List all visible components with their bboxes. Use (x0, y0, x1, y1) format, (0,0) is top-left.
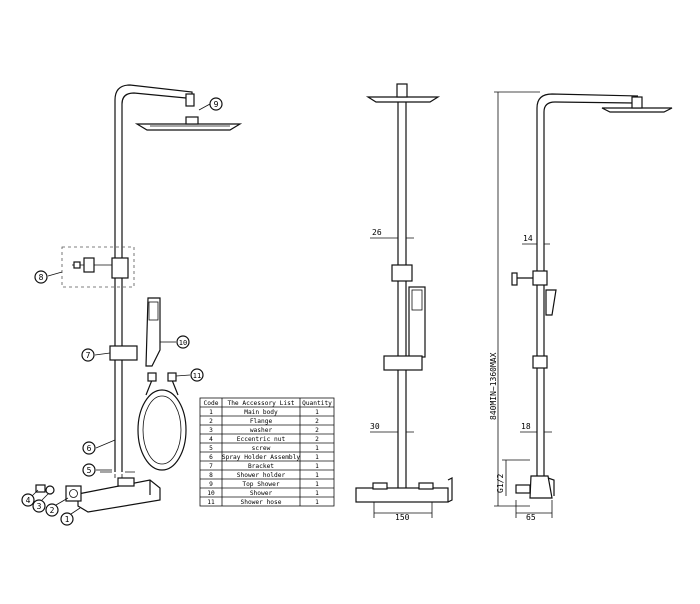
table-cell: washer (250, 427, 273, 434)
svg-text:9: 9 (214, 100, 219, 109)
table-cell: 10 (207, 490, 215, 497)
side-holder (532, 270, 548, 286)
exploded-view: 1 2 3 4 5 6 7 8 9 (21, 84, 243, 526)
table-cell: 1 (315, 463, 319, 470)
callout-10 (176, 335, 190, 349)
table-cell: 9 (209, 481, 213, 488)
svg-text:6: 6 (87, 444, 92, 453)
side-hand-shower (545, 289, 557, 316)
svg-text:65: 65 (526, 513, 536, 522)
table-cell: 4 (209, 436, 213, 443)
shower-holder (111, 257, 129, 279)
svg-text:18: 18 (521, 422, 531, 431)
side-view: 840MIN~1360MAX 14 18 G1/2 65 (489, 91, 673, 522)
flange (65, 485, 82, 502)
front-hand-shower (408, 286, 426, 358)
svg-text:26: 26 (372, 228, 382, 237)
table-header-cell: Code (204, 400, 219, 407)
side-bracket (532, 355, 548, 369)
table-cell: 1 (315, 481, 319, 488)
svg-text:5: 5 (87, 466, 92, 475)
front-pipe (397, 102, 407, 488)
callout-6 (82, 441, 96, 455)
front-body (355, 487, 449, 503)
table-cell: 1 (315, 409, 319, 416)
table-cell: 7 (209, 463, 213, 470)
bracket (109, 345, 138, 361)
svg-text:14: 14 (523, 234, 533, 243)
svg-text:11: 11 (193, 372, 201, 380)
arm-connector (185, 93, 195, 107)
callout-labels: 1 2 3 4 5 6 7 8 9 (21, 97, 223, 526)
holder-mount-outline (61, 246, 135, 288)
table-cell: 1 (315, 490, 319, 497)
front-bracket (383, 355, 423, 371)
table-cell: 1 (315, 499, 319, 506)
svg-text:8: 8 (39, 273, 44, 282)
table-cell: 1 (209, 409, 213, 416)
table-cell: 11 (207, 499, 215, 506)
table-cell: Flange (250, 418, 273, 425)
callout-2 (45, 503, 59, 517)
table-cell: 6 (209, 454, 213, 461)
svg-text:840MIN~1360MAX: 840MIN~1360MAX (489, 352, 498, 420)
shower-hose (137, 389, 187, 471)
table-cell: screw (252, 445, 271, 452)
table-cell: 3 (209, 427, 213, 434)
table-cell: Bracket (248, 463, 274, 470)
table-cell: 2 (315, 436, 319, 443)
riser-pipe (114, 84, 193, 472)
accessory-table: Code The Accessory List Quantity 1 Main body… (199, 397, 335, 507)
eccentric-nut (35, 484, 46, 493)
table-cell: Eccentric nut (237, 436, 286, 443)
hand-shower (145, 297, 161, 367)
table-cell: Shower holder (237, 472, 286, 479)
svg-text:4: 4 (26, 496, 31, 505)
table-cell: 1 (315, 445, 319, 452)
table-cell: Main body (244, 409, 278, 416)
table-cell: Top Shower (242, 481, 280, 488)
table-cell: Shower hose (241, 499, 282, 506)
front-view: 26 30 150 (355, 83, 453, 522)
callout-11 (190, 368, 204, 382)
table-cell: 1 (315, 472, 319, 479)
table-header-cell: Quantity (302, 400, 332, 407)
top-shower-head (134, 123, 243, 131)
svg-text:30: 30 (370, 422, 380, 431)
table-cell: 2 (315, 418, 319, 425)
side-top-shower (601, 107, 673, 113)
front-top-shower (365, 96, 441, 103)
table-cell: 2 (315, 427, 319, 434)
table-cell: 2 (209, 418, 213, 425)
front-holder (391, 264, 413, 282)
svg-text:10: 10 (179, 339, 187, 347)
svg-text:3: 3 (37, 502, 42, 511)
callout-9 (209, 97, 223, 111)
washer (45, 485, 55, 495)
table-cell: 8 (209, 472, 213, 479)
svg-text:G1/2: G1/2 (496, 474, 505, 493)
callout-7 (81, 348, 95, 362)
callout-4 (21, 493, 35, 507)
svg-text:2: 2 (50, 506, 55, 515)
svg-text:1: 1 (65, 515, 70, 524)
table-cell: Spray Holder Assembly (222, 454, 301, 461)
side-body (529, 475, 553, 499)
callout-8 (34, 270, 48, 284)
callout-5 (82, 463, 96, 477)
callout-1 (60, 512, 74, 526)
table-cell: Shower (250, 490, 273, 497)
svg-text:150: 150 (395, 513, 410, 522)
table-cell: 5 (209, 445, 213, 452)
table-cell: 1 (315, 454, 319, 461)
callout-3 (32, 499, 46, 513)
svg-text:7: 7 (86, 351, 91, 360)
table-header-cell: The Accessory List (227, 400, 294, 407)
